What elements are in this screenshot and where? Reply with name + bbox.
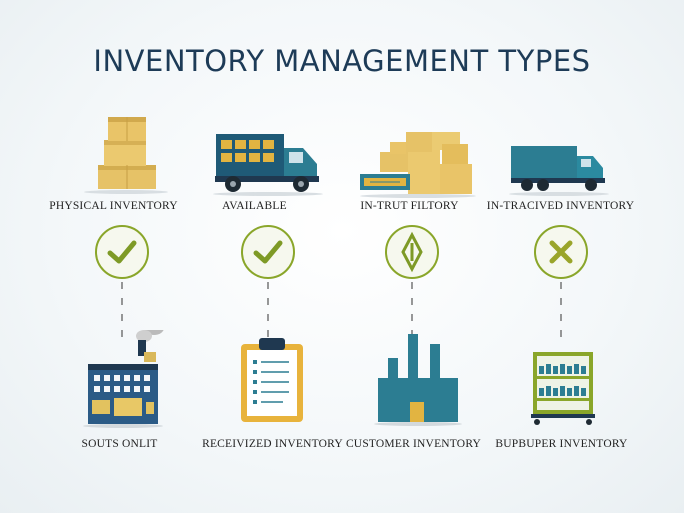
delivery-truck-icon (509, 146, 609, 196)
label-physical-inventory: PHYSICAL INVENTORY (49, 200, 178, 212)
x-icon (534, 225, 588, 279)
warehouse-shelf-icon (531, 352, 595, 425)
label-receivized-inventory: RECEIVIZED INVENTORY (202, 438, 343, 450)
connector-line (560, 282, 562, 342)
column-physical-inventory: PHYSICAL INVENTORY SOUTS ONLIT (36, 0, 207, 513)
label-bupbuper-inventory: BUPBUPER INVENTORY (495, 438, 628, 450)
stacked-boxes-icon (84, 117, 168, 194)
column-available: AVAILABLE RECEIVIZED INVENTORY (183, 0, 354, 513)
clipboard-icon (241, 338, 303, 422)
label-customer-inventory: CUSTOMER INVENTORY (345, 438, 482, 450)
truck-icon (213, 134, 323, 196)
connector-line (121, 282, 123, 342)
diamond-icon (385, 225, 439, 279)
page-title: INVENTORY MANAGEMENT TYPES (93, 44, 591, 78)
label-available: AVAILABLE (222, 200, 287, 212)
boxes-on-pallet-icon (360, 132, 476, 198)
label-in-traced-inventory: IN-TRACIVED INVENTORY (486, 200, 635, 212)
connector-line (267, 282, 269, 342)
factory-chimneys-icon (374, 334, 462, 426)
check-icon (241, 225, 295, 279)
label-in-trut-filtory: IN-TRUT FILTORY (360, 200, 459, 212)
factory-building-icon (83, 330, 164, 428)
label-souts-onlit: SOUTS ONLIT (81, 438, 158, 450)
column-in-trut-filtory: IN-TRUT FILTORY CUSTOMER INVENTORY (330, 0, 501, 513)
connector-line (411, 282, 413, 342)
check-icon (95, 225, 149, 279)
column-in-traced-inventory: IN-TRACIVED INVENTORY BUPBUPER INVENTORY (477, 0, 648, 513)
